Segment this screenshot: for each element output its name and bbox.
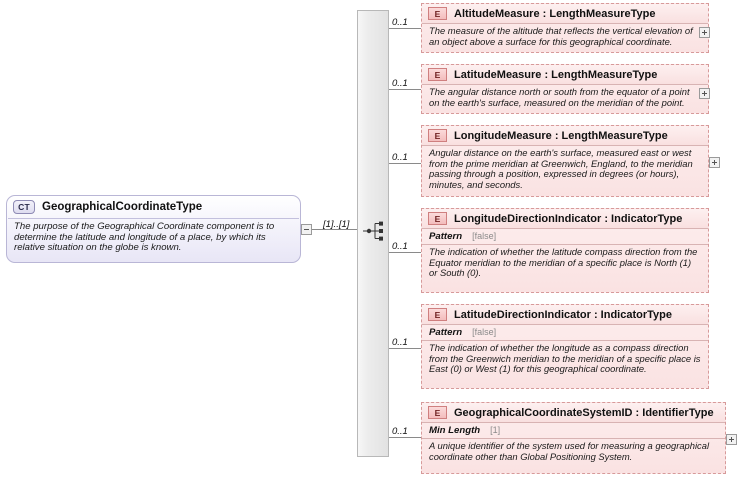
element-separator — [422, 422, 725, 423]
element-box-altitude-measure[interactable]: E AltitudeMeasure : LengthMeasureType Th… — [421, 3, 709, 53]
element-box-longitude-measure[interactable]: E LongitudeMeasure : LengthMeasureType A… — [421, 125, 709, 197]
element-separator — [422, 340, 708, 341]
cardinality-child-2: 0..1 — [392, 78, 408, 89]
element-box-latitude-measure[interactable]: E LatitudeMeasure : LengthMeasureType Th… — [421, 64, 709, 114]
complex-type-divider — [8, 218, 299, 219]
element-badge-icon: E — [428, 406, 447, 419]
connector-root-to-sequence — [312, 229, 357, 230]
connector-branch-5 — [389, 348, 421, 349]
element-documentation: A unique identifier of the system used f… — [429, 440, 710, 462]
complex-type-header: CT GeographicalCoordinateType — [7, 196, 300, 218]
expand-toggle-altitude-measure[interactable] — [699, 27, 710, 38]
element-documentation: The indication of whether the longitude … — [429, 342, 701, 374]
element-separator — [422, 438, 725, 439]
expand-toggle-geographical-coordinate-system-id[interactable] — [726, 434, 737, 445]
element-documentation: Angular distance on the earth's surface,… — [429, 147, 693, 190]
element-separator — [422, 228, 708, 229]
element-facet-row: Pattern [false] — [422, 325, 708, 340]
element-name: GeographicalCoordinateSystemID : Identif… — [454, 406, 714, 419]
element-name: LongitudeMeasure : LengthMeasureType — [454, 129, 668, 142]
element-box-longitude-direction-indicator[interactable]: E LongitudeDirectionIndicator : Indicato… — [421, 208, 709, 293]
element-header: E GeographicalCoordinateSystemID : Ident… — [422, 403, 725, 422]
complex-type-badge-icon: CT — [13, 200, 35, 214]
cardinality-child-3: 0..1 — [392, 152, 408, 163]
element-separator — [422, 84, 708, 85]
element-header: E LatitudeDirectionIndicator : Indicator… — [422, 305, 708, 324]
element-badge-icon: E — [428, 68, 447, 81]
facet-value: [false] — [472, 327, 497, 337]
element-documentation: The angular distance north or south from… — [429, 86, 690, 108]
element-header: E LatitudeMeasure : LengthMeasureType — [422, 65, 708, 84]
element-header: E AltitudeMeasure : LengthMeasureType — [422, 4, 708, 23]
element-separator — [422, 23, 708, 24]
element-separator — [422, 324, 708, 325]
sequence-compositor-bar[interactable] — [357, 10, 389, 457]
element-box-latitude-direction-indicator[interactable]: E LatitudeDirectionIndicator : Indicator… — [421, 304, 709, 389]
element-badge-icon: E — [428, 212, 447, 225]
connector-branch-2 — [389, 89, 421, 90]
element-documentation: The measure of the altitude that reflect… — [429, 25, 693, 47]
collapse-toggle-complex-type[interactable] — [301, 224, 312, 235]
expand-toggle-latitude-measure[interactable] — [699, 88, 710, 99]
facet-name: Min Length — [429, 425, 481, 436]
connector-branch-3 — [389, 163, 421, 164]
element-facet-row: Pattern [false] — [422, 229, 708, 244]
element-separator — [422, 145, 708, 146]
cardinality-child-1: 0..1 — [392, 17, 408, 28]
connector-branch-4 — [389, 252, 421, 253]
facet-name: Pattern — [429, 327, 463, 338]
element-name: AltitudeMeasure : LengthMeasureType — [454, 7, 656, 20]
cardinality-child-6: 0..1 — [392, 426, 408, 437]
element-box-geographical-coordinate-system-id[interactable]: E GeographicalCoordinateSystemID : Ident… — [421, 402, 726, 474]
element-documentation: The indication of whether the latitude c… — [429, 246, 698, 278]
cardinality-child-4: 0..1 — [392, 241, 408, 252]
complex-type-box[interactable]: CT GeographicalCoordinateType The purpos… — [6, 195, 301, 263]
connector-branch-1 — [389, 28, 421, 29]
sequence-icon — [363, 221, 383, 241]
facet-name: Pattern — [429, 231, 463, 242]
facet-value: [1] — [490, 425, 501, 435]
element-name: LatitudeDirectionIndicator : IndicatorTy… — [454, 308, 672, 321]
element-header: E LongitudeDirectionIndicator : Indicato… — [422, 209, 708, 228]
complex-type-name: GeographicalCoordinateType — [42, 201, 203, 213]
element-name: LongitudeDirectionIndicator : IndicatorT… — [454, 212, 683, 225]
complex-type-documentation: The purpose of the Geographical Coordina… — [14, 221, 275, 254]
element-name: LatitudeMeasure : LengthMeasureType — [454, 68, 658, 81]
element-header: E LongitudeMeasure : LengthMeasureType — [422, 126, 708, 145]
element-badge-icon: E — [428, 129, 447, 142]
facet-value: [false] — [472, 231, 497, 241]
connector-branch-6 — [389, 437, 421, 438]
element-badge-icon: E — [428, 308, 447, 321]
element-badge-icon: E — [428, 7, 447, 20]
cardinality-child-5: 0..1 — [392, 337, 408, 348]
element-facet-row: Min Length [1] — [422, 423, 725, 438]
element-separator — [422, 244, 708, 245]
cardinality-root: [1]..[1] — [323, 219, 350, 230]
expand-toggle-longitude-measure[interactable] — [709, 157, 720, 168]
